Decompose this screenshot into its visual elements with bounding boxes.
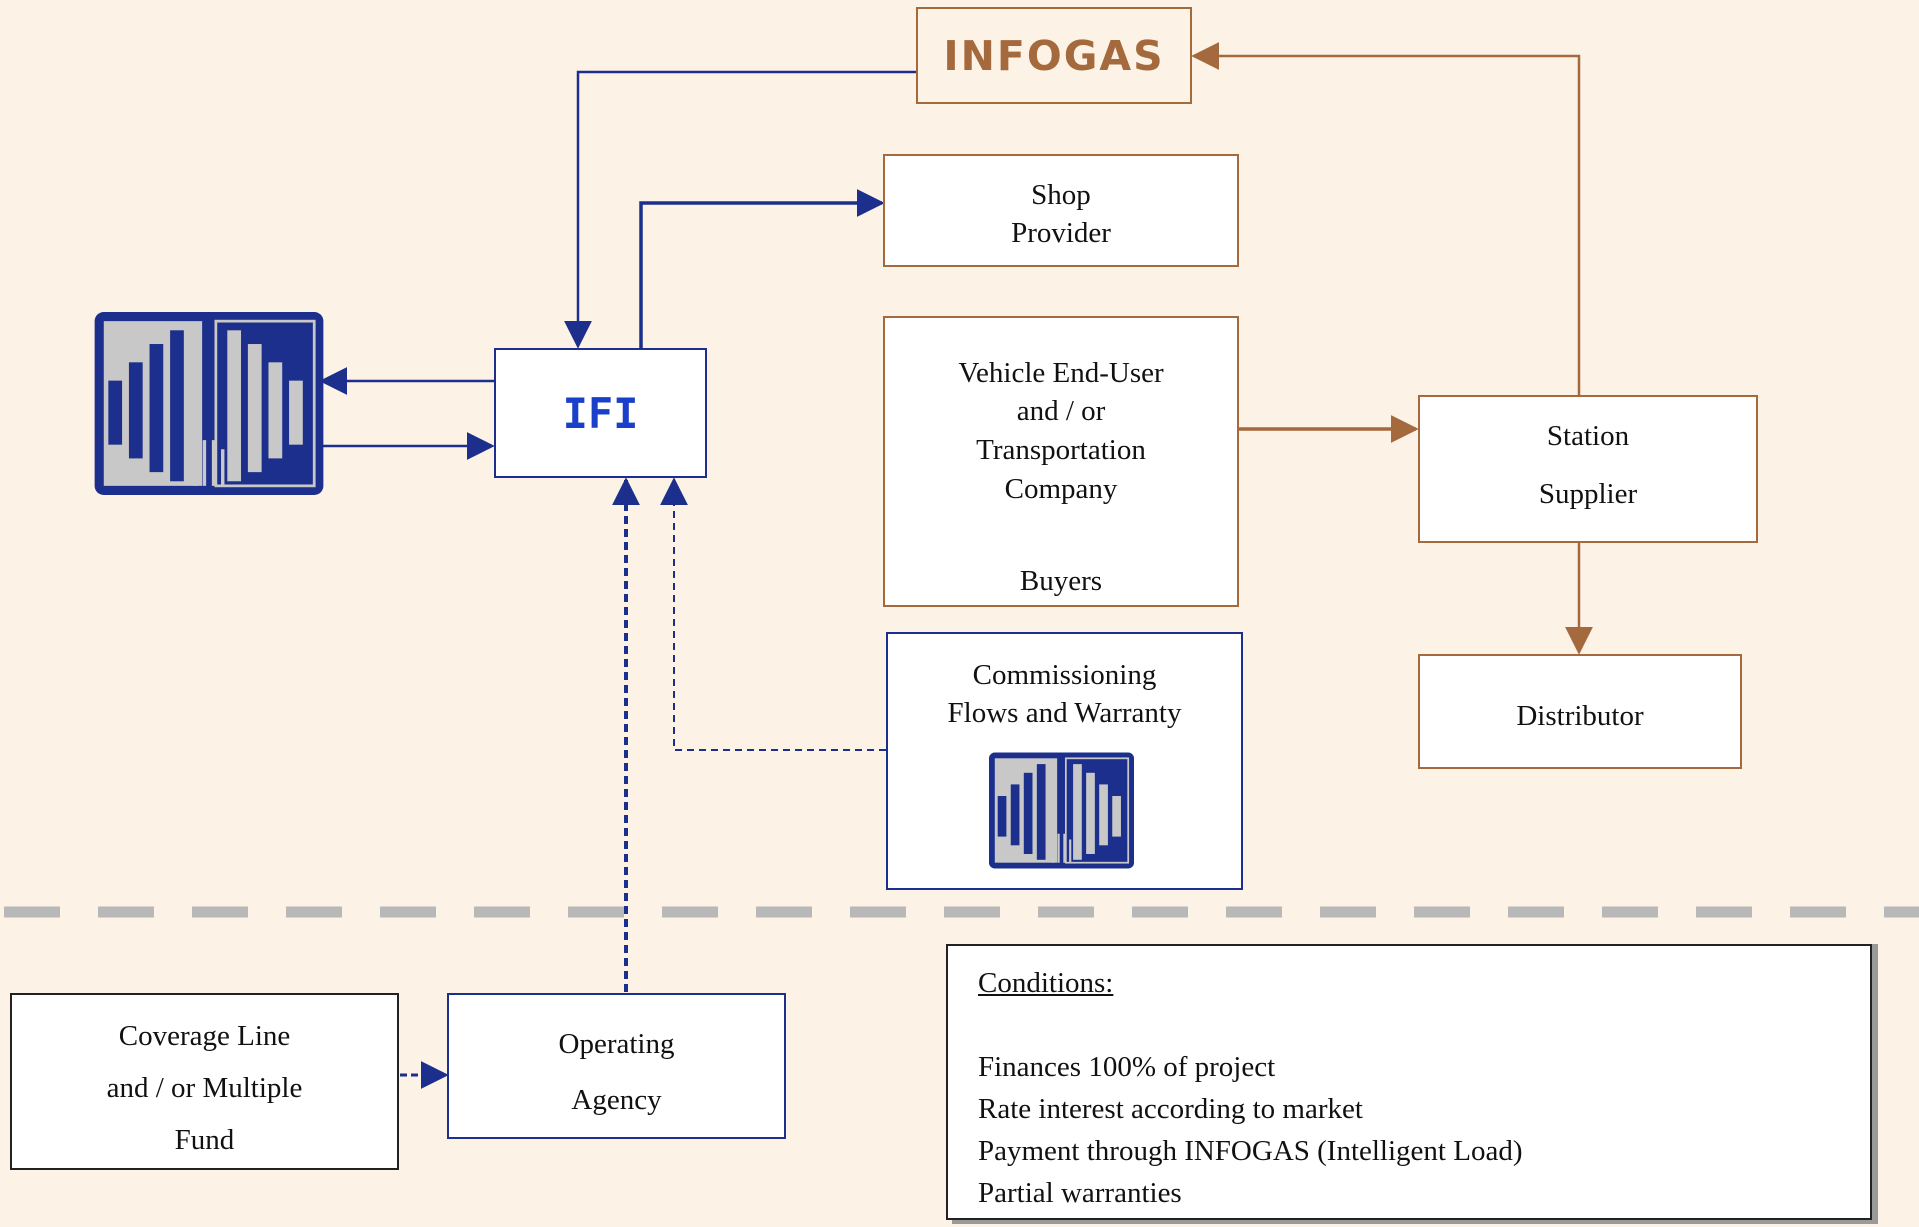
connector-ifi-to-shop [639,189,885,348]
commissioning-box: Commissioning Flows and Warranty [886,632,1243,890]
distributor-label: Distributor [1516,700,1644,732]
condition-item: Rate interest according to market [978,1093,1363,1125]
shop-provider-line1: Shop [1031,179,1091,211]
condition-item: Partial warranties [978,1177,1182,1209]
coverage-line-line1: Coverage Line [118,1020,291,1052]
ifi-label: IFI [562,388,639,438]
buyers-line1: Vehicle End-User [958,357,1164,389]
station-supplier-line2: Supplier [1538,478,1638,510]
infogas-label: INFOGAS [943,31,1165,80]
buyers-box: Vehicle End-User and / or Transportation… [883,316,1239,607]
conditions-heading: Conditions: [978,967,1114,999]
buyers-line3: Transportation [976,434,1146,466]
coverage-line-line3: Fund [174,1124,235,1156]
bank-logo-icon [94,312,324,495]
commissioning-line1: Commissioning [972,659,1157,691]
infogas-box: INFOGAS [916,7,1192,104]
connector-infogas-to-ifi [564,70,916,349]
condition-item: Finances 100% of project [978,1051,1276,1083]
station-supplier-line1: Station [1546,420,1630,452]
buyers-line2: and / or [1016,395,1106,427]
coverage-line-line2: and / or Multiple [106,1072,303,1104]
commissioning-line2: Flows and Warranty [947,697,1182,729]
buyers-line5: Buyers [1019,565,1103,597]
operating-agency-box: Operating Agency [447,993,786,1139]
distributor-box: Distributor [1418,654,1742,769]
buyers-line4: Company [1004,473,1118,505]
shop-provider-box: Shop Provider [883,154,1239,267]
connector-station-to-infogas [1191,42,1581,395]
coverage-line-box: Coverage Line and / or Multiple Fund [10,993,399,1170]
operating-agency-line2: Agency [571,1084,662,1116]
bank-logo-icon [989,752,1134,869]
condition-item: Payment through INFOGAS (Intelligent Loa… [978,1135,1523,1167]
operating-agency-line1: Operating [558,1028,675,1060]
ifi-box: IFI [494,348,707,478]
shop-provider-line2: Provider [1011,217,1111,249]
conditions-box: Conditions: Finances 100% of project Rat… [946,944,1872,1220]
connector-commissioning-to-ifi [660,477,886,751]
station-supplier-box: Station Supplier [1418,395,1758,543]
